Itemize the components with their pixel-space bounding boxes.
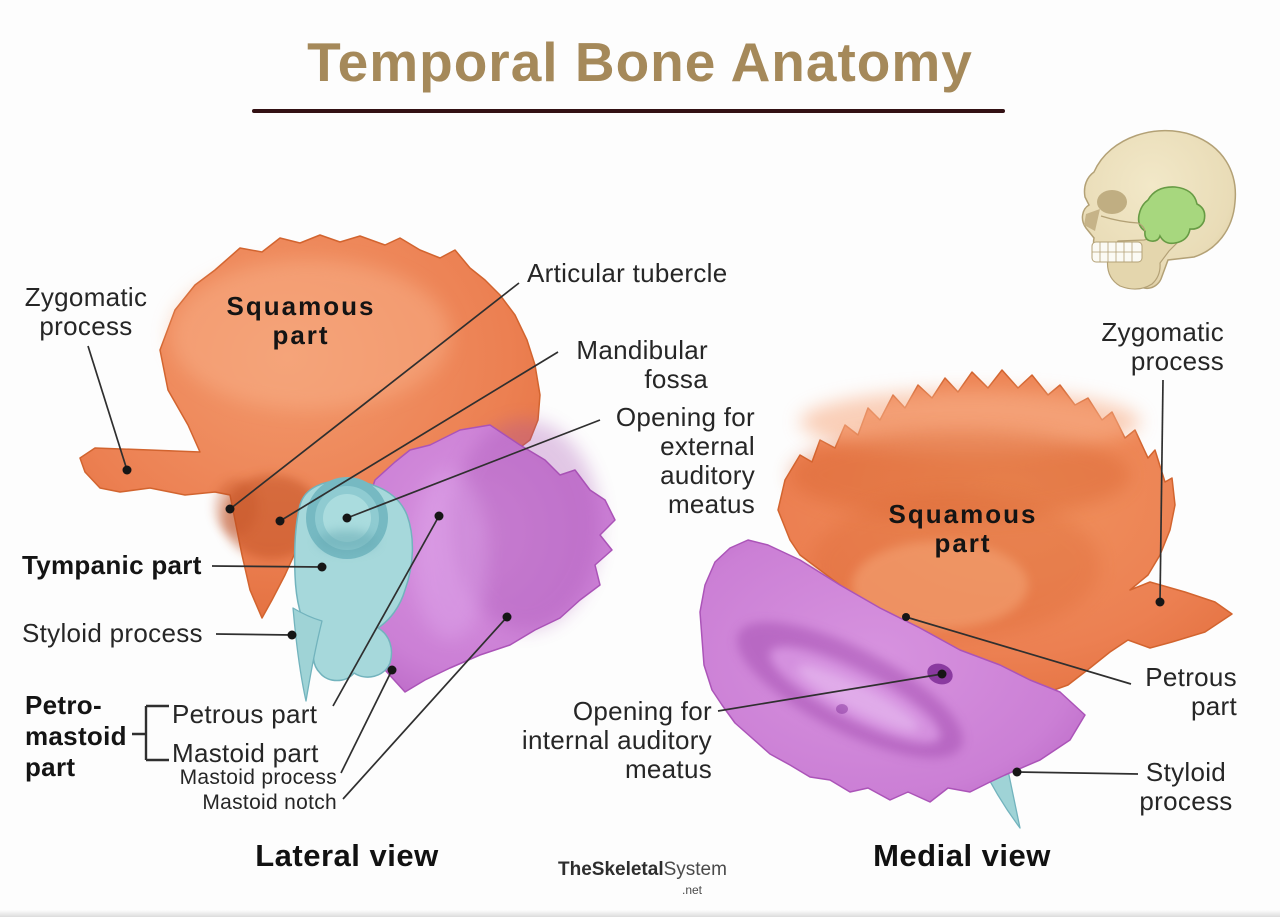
label-styloid-process-medial: Styloid process xyxy=(1139,757,1233,816)
label-styloid-process-lateral: Styloid process xyxy=(22,618,203,648)
medial-bone-illustration xyxy=(699,369,1233,829)
skull-zygomatic-arch-line xyxy=(1100,215,1146,232)
lateral-styloid-process-shape xyxy=(292,607,323,702)
label-mastoid-notch: Mastoid notch xyxy=(202,791,337,814)
label-zygomatic-process-medial: Zygomatic process xyxy=(1101,317,1224,376)
label-tympanic-part: Tympanic part xyxy=(22,550,202,580)
medial-squamous-bowl-highlight xyxy=(852,541,1028,629)
watermark-regular: System xyxy=(663,859,727,880)
label-mastoid-part: Mastoid part xyxy=(172,738,319,768)
label-opening-internal-auditory-meatus: Opening for internal auditory meatus xyxy=(521,696,712,784)
medial-small-foramen xyxy=(836,704,848,714)
caption-lateral-view: Lateral view xyxy=(255,838,439,873)
skull-eye-socket xyxy=(1097,190,1127,214)
label-mandibular-fossa: Mandibular fossa xyxy=(576,335,708,394)
label-petromastoid-part: Petro- mastoid part xyxy=(25,690,127,782)
label-petrous-part-medial: Petrous part xyxy=(1145,662,1237,721)
skull-teeth-lines xyxy=(1092,242,1142,262)
bottom-edge-shadow xyxy=(0,910,1280,917)
label-petrous-part-lateral: Petrous part xyxy=(172,699,318,729)
label-squamous-part-lateral: Squamous part xyxy=(226,291,376,350)
lateral-ext-meatus-shadow xyxy=(317,530,377,552)
label-squamous-part-medial: Squamous part xyxy=(888,499,1038,558)
skull-inset-illustration xyxy=(1081,129,1237,290)
watermark: TheSkeletalSystem .net xyxy=(558,859,727,900)
label-articular-tubercle: Articular tubercle xyxy=(527,258,728,288)
watermark-text: TheSkeletalSystem xyxy=(558,859,727,880)
label-zygomatic-process-lateral: Zygomatic process xyxy=(24,282,148,341)
label-mastoid-process: Mastoid process xyxy=(179,766,337,789)
label-opening-external-auditory-meatus: Opening for external auditory meatus xyxy=(615,402,755,519)
skull-temporal-bone-highlight xyxy=(1137,186,1206,245)
medial-squamous-ridge-shading xyxy=(790,430,1130,520)
skull-nasal-opening xyxy=(1084,209,1100,231)
watermark-bold: TheSkeletal xyxy=(558,859,664,880)
watermark-suffix: .net xyxy=(681,883,702,897)
title-underline xyxy=(252,109,1005,113)
lateral-petromastoid-shading-light xyxy=(412,470,488,640)
caption-medial-view: Medial view xyxy=(873,838,1051,873)
lateral-fossa-shading-2 xyxy=(214,479,258,535)
page-title: Temporal Bone Anatomy xyxy=(307,31,973,93)
